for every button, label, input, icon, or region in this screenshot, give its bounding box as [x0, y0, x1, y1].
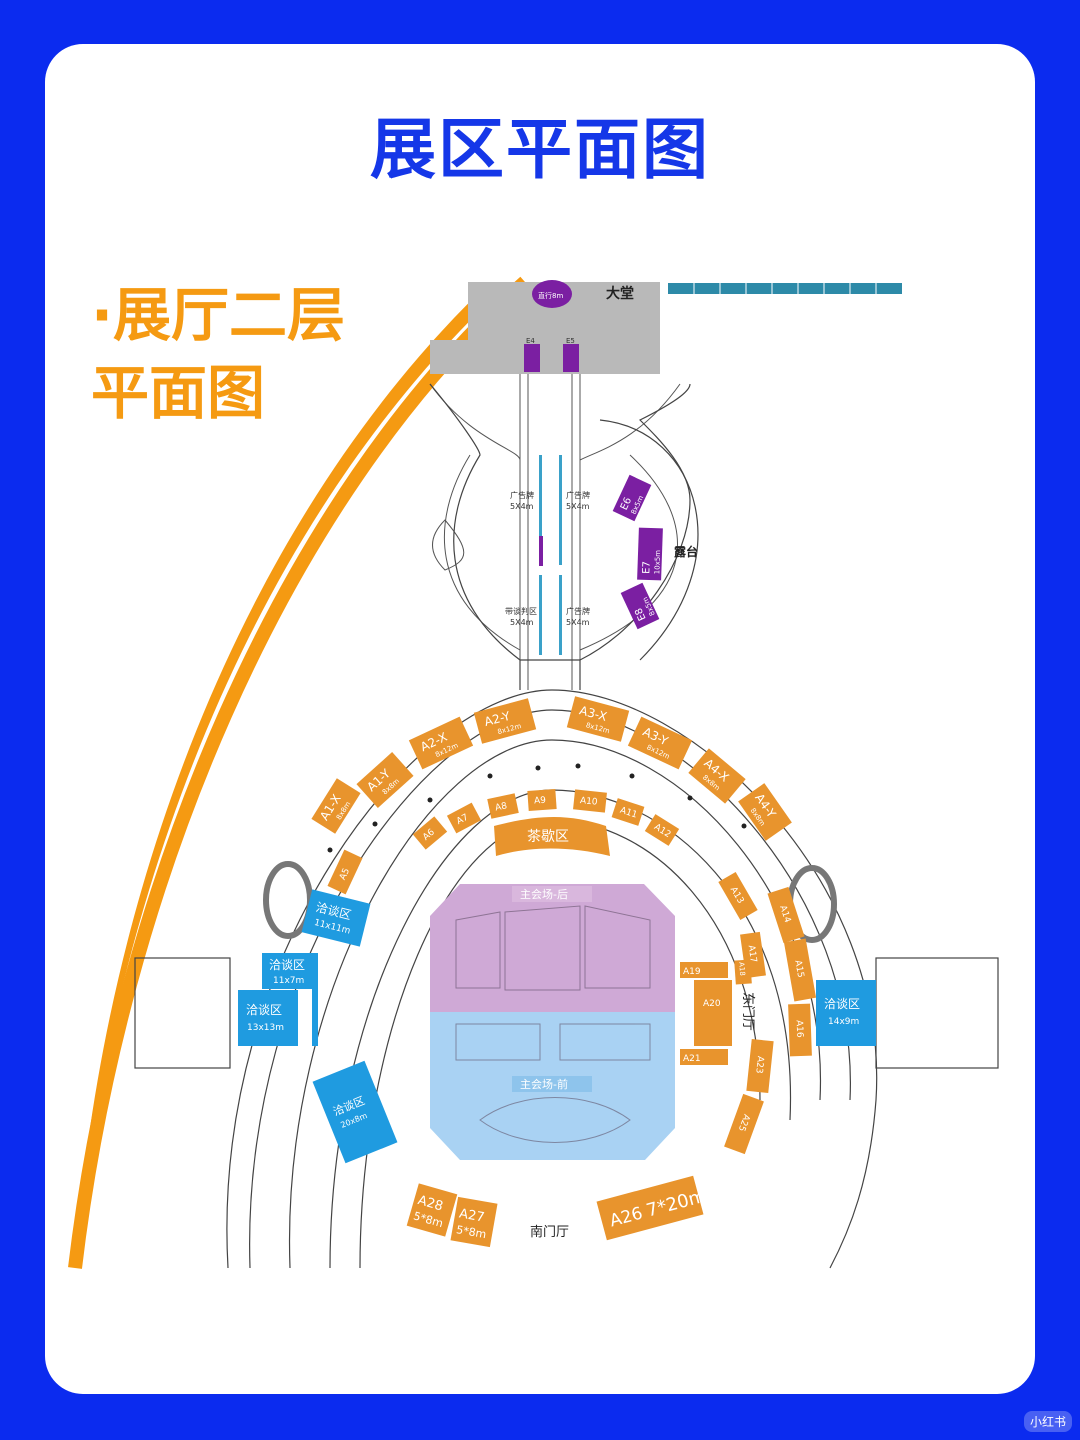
- lobby-label: 大堂: [606, 285, 634, 302]
- watermark: 小红书: [1023, 1411, 1072, 1432]
- booth-e6: E6 8x5m: [612, 474, 652, 522]
- svg-text:A9: A9: [534, 796, 547, 807]
- booth-a26: A26 7*20m: [596, 1175, 708, 1241]
- booth-e4: [524, 344, 540, 372]
- svg-text:5X4m: 5X4m: [510, 502, 534, 511]
- booth-a28: A28 5*8m: [406, 1183, 458, 1237]
- tea-area: [494, 817, 610, 856]
- svg-text:A18: A18: [737, 962, 746, 976]
- booth-e5: [563, 344, 579, 372]
- main-hall-front-label: 主会场-前: [520, 1077, 568, 1091]
- floor-title: ·展厅二层 平面图: [91, 276, 391, 432]
- floor-title-line1: ·展厅二层: [91, 281, 346, 349]
- svg-text:5*8m: 5*8m: [455, 1223, 487, 1241]
- svg-text:14x9m: 14x9m: [828, 1017, 859, 1027]
- east-hall-label: 东门厅: [740, 992, 755, 1031]
- svg-text:A21: A21: [683, 1054, 701, 1064]
- negotiation-areas: 洽谈区 11x11m 洽谈区 11x7m 洽谈区 13x13m 洽谈区 20x8…: [238, 889, 876, 1164]
- svg-text:A17: A17: [746, 945, 758, 964]
- main-hall-back: [430, 884, 675, 1012]
- terrace-label: 露台: [674, 544, 698, 559]
- svg-text:A8: A8: [494, 801, 508, 813]
- svg-text:E7: E7: [641, 561, 652, 574]
- svg-text:5X4m: 5X4m: [566, 618, 590, 627]
- main-hall-back-label: 主会场-后: [520, 887, 568, 901]
- top-booth-strip: [668, 283, 902, 294]
- floor-title-line2: 平面图: [91, 359, 266, 427]
- svg-text:A5: A5: [338, 867, 352, 882]
- svg-text:11x7m: 11x7m: [273, 976, 304, 986]
- booth-a27: A27 5*8m: [450, 1196, 498, 1248]
- booth-e7: E7 10x5m: [637, 527, 663, 581]
- svg-text:A15: A15: [792, 959, 805, 978]
- svg-text:A27: A27: [458, 1206, 486, 1225]
- svg-text:广告牌: 广告牌: [510, 490, 534, 500]
- svg-text:广告牌: 广告牌: [566, 606, 590, 616]
- booth-e8: E8 8x5m: [620, 582, 660, 630]
- svg-text:A19: A19: [683, 967, 701, 977]
- south-hall-label: 南门厅: [530, 1224, 569, 1240]
- svg-text:10x5m: 10x5m: [653, 550, 662, 575]
- page-title: 展区平面图: [370, 111, 710, 188]
- svg-text:A10: A10: [579, 796, 598, 808]
- svg-text:A23: A23: [753, 1055, 765, 1074]
- svg-text:广告牌: 广告牌: [566, 490, 590, 500]
- svg-text:A3-X: A3-X: [578, 703, 608, 724]
- svg-text:5X4m: 5X4m: [566, 502, 590, 511]
- svg-text:A7: A7: [455, 813, 470, 827]
- svg-text:E4: E4: [526, 337, 535, 345]
- svg-text:13x13m: 13x13m: [247, 1023, 284, 1033]
- svg-text:带谈判区: 带谈判区: [505, 606, 537, 616]
- svg-text:洽谈区: 洽谈区: [269, 958, 305, 972]
- svg-text:E5: E5: [566, 337, 575, 345]
- svg-text:A20: A20: [703, 999, 721, 1009]
- svg-text:洽谈区: 洽谈区: [246, 1003, 282, 1017]
- svg-text:A2-Y: A2-Y: [483, 709, 512, 729]
- tea-area-label: 茶歇区: [527, 829, 569, 845]
- svg-text:5X4m: 5X4m: [510, 618, 534, 627]
- entrance-badge: 直行8m: [538, 291, 563, 300]
- svg-text:洽谈区: 洽谈区: [824, 997, 860, 1011]
- inner-booths: A5 A6 A7 A8 A9 A10 A11 A12 A13 A14 A15 A…: [327, 789, 817, 1155]
- svg-text:A28: A28: [416, 1193, 445, 1214]
- north-wing: [429, 383, 691, 661]
- svg-text:E8: E8: [633, 606, 648, 622]
- svg-text:E6: E6: [619, 496, 634, 512]
- svg-text:A16: A16: [794, 1020, 805, 1038]
